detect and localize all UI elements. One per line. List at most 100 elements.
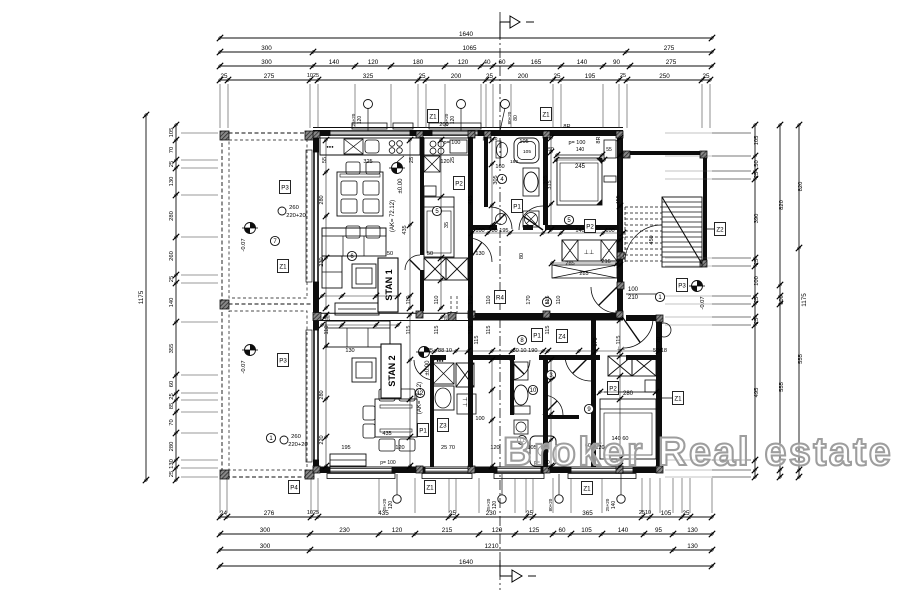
svg-text:450: 450	[649, 235, 655, 244]
svg-text:275: 275	[664, 45, 675, 52]
svg-text:280: 280	[169, 211, 175, 221]
svg-text:-0.07: -0.07	[700, 296, 706, 309]
svg-text:⊥⊥: ⊥⊥	[462, 397, 469, 407]
svg-text:355: 355	[169, 344, 175, 354]
svg-text:25: 25	[409, 157, 415, 163]
svg-text:195: 195	[585, 73, 596, 80]
svg-text:P2: P2	[586, 223, 594, 230]
svg-text:140: 140	[611, 501, 617, 510]
svg-text:1065: 1065	[462, 45, 477, 52]
svg-text:11: 11	[519, 438, 526, 444]
svg-text:Z1: Z1	[279, 263, 287, 270]
svg-text:200: 200	[518, 73, 529, 80]
svg-text:120: 120	[368, 59, 379, 66]
svg-text:105: 105	[519, 139, 528, 145]
svg-text:55: 55	[606, 147, 612, 153]
svg-text:60: 60	[585, 443, 591, 449]
svg-text:300: 300	[261, 45, 272, 52]
svg-text:5: 5	[435, 209, 439, 215]
svg-text:120: 120	[492, 527, 503, 534]
svg-text:125: 125	[529, 527, 540, 534]
svg-text:80: 80	[519, 253, 525, 259]
svg-text:105: 105	[661, 510, 672, 517]
svg-text:10: 10	[530, 388, 537, 394]
svg-text:105: 105	[754, 136, 760, 146]
svg-text:1210: 1210	[484, 543, 499, 550]
svg-text:285: 285	[565, 261, 574, 267]
svg-text:25: 25	[169, 276, 175, 282]
svg-text:2: 2	[545, 300, 549, 306]
svg-text:495: 495	[754, 388, 760, 398]
svg-text:3: 3	[549, 373, 553, 379]
svg-text:200: 200	[439, 122, 448, 128]
svg-text:160: 160	[495, 164, 504, 170]
svg-text:1025: 1025	[307, 73, 319, 79]
svg-text:55: 55	[322, 157, 328, 163]
svg-text:140: 140	[577, 59, 588, 66]
svg-text:180: 180	[510, 159, 518, 165]
svg-text:110: 110	[556, 296, 562, 305]
svg-text:140: 140	[618, 527, 629, 534]
svg-text:820: 820	[798, 182, 804, 192]
svg-text:⊥⊥: ⊥⊥	[617, 346, 626, 352]
svg-text:●●●: ●●●	[326, 144, 334, 149]
svg-text:115: 115	[406, 326, 412, 335]
svg-text:Z1: Z1	[426, 484, 434, 491]
svg-text:365: 365	[582, 510, 593, 517]
svg-text:120: 120	[392, 527, 403, 534]
svg-text:260: 260	[291, 434, 301, 440]
svg-text:25: 25	[682, 510, 690, 517]
svg-text:25: 25	[169, 393, 175, 399]
svg-text:25: 25	[220, 73, 228, 80]
svg-text:1025: 1025	[307, 510, 319, 516]
svg-text:STAN 1: STAN 1	[384, 269, 394, 300]
svg-text:50: 50	[387, 251, 393, 257]
svg-text:215: 215	[442, 527, 453, 534]
svg-text:280: 280	[623, 391, 634, 397]
svg-text:230: 230	[339, 527, 350, 534]
svg-text:P3: P3	[281, 184, 289, 191]
svg-text:Z1: Z1	[542, 111, 550, 118]
svg-text:115: 115	[545, 296, 551, 305]
svg-text:25+20: 25+20	[605, 498, 610, 511]
svg-text:90: 90	[613, 59, 621, 66]
svg-text:120: 120	[490, 445, 499, 451]
svg-text:25: 25	[326, 315, 332, 321]
svg-text:120: 120	[357, 116, 363, 125]
svg-text:70: 70	[169, 419, 175, 425]
svg-text:STAN 2: STAN 2	[387, 355, 397, 386]
svg-text:170: 170	[593, 337, 599, 346]
svg-text:100: 100	[754, 276, 760, 286]
svg-text:4: 4	[500, 177, 504, 183]
svg-text:⊥⊥: ⊥⊥	[584, 249, 594, 256]
svg-text:25+20: 25+20	[444, 113, 449, 126]
svg-text:60: 60	[498, 59, 506, 66]
svg-text:±0.00: ±0.00	[398, 178, 404, 194]
svg-text:300: 300	[260, 527, 271, 534]
svg-text:50: 50	[427, 251, 433, 257]
svg-text:280: 280	[319, 390, 325, 399]
svg-text:305: 305	[543, 175, 549, 184]
svg-text:25: 25	[486, 73, 494, 80]
svg-text:Z4: Z4	[558, 333, 566, 340]
svg-text:8R: 8R	[596, 136, 602, 143]
svg-text:220+20: 220+20	[288, 442, 308, 448]
svg-text:25: 25	[754, 172, 760, 178]
svg-text:100: 100	[475, 416, 484, 422]
svg-text:24: 24	[220, 510, 228, 517]
svg-text:25: 25	[443, 315, 449, 321]
svg-text:100: 100	[779, 295, 785, 305]
svg-text:195: 195	[341, 445, 350, 451]
svg-text:120: 120	[440, 159, 449, 165]
svg-text:80 195: 80 195	[491, 228, 508, 234]
svg-text:435: 435	[402, 225, 408, 234]
svg-text:140: 140	[329, 59, 340, 66]
svg-text:120: 120	[595, 445, 604, 451]
svg-text:120: 120	[492, 501, 498, 510]
svg-text:315: 315	[547, 180, 553, 189]
svg-text:180: 180	[413, 59, 424, 66]
svg-text:40: 40	[483, 59, 491, 66]
svg-text:260: 260	[169, 251, 175, 261]
svg-text:R4: R4	[496, 294, 504, 301]
svg-text:1175: 1175	[138, 290, 145, 304]
